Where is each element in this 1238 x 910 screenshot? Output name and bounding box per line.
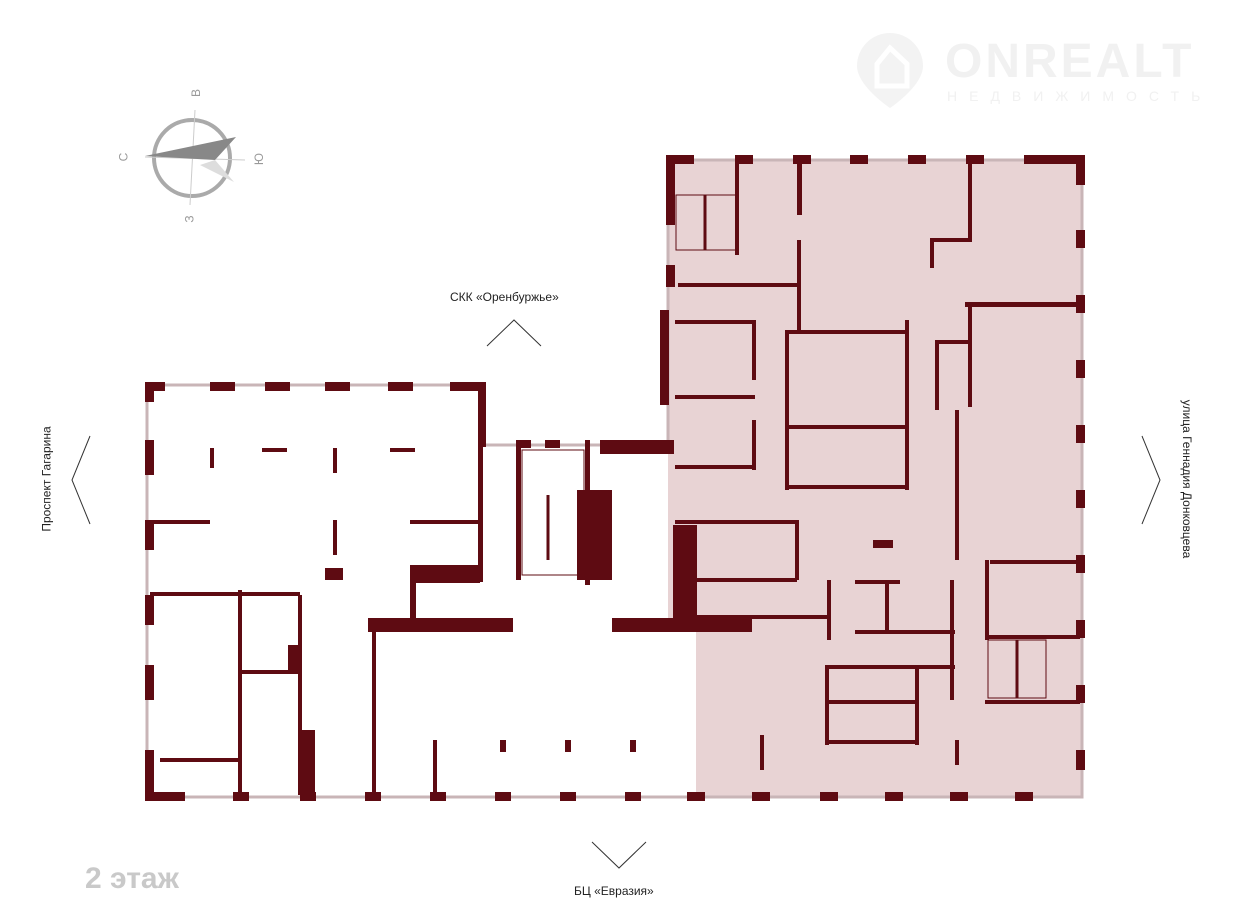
logo-house-icon: [857, 33, 923, 108]
east-arrow: [1141, 435, 1161, 525]
compass-west: З: [182, 215, 197, 223]
west-label: Проспект Гагарина: [39, 426, 54, 532]
floor-label: 2 этаж: [85, 862, 179, 895]
north-arrow: [486, 319, 542, 347]
north-label: СКК «Оренбуржье»: [450, 290, 559, 304]
east-label: улица Геннадия Донковцева: [1180, 399, 1195, 559]
compass-south: Ю: [252, 152, 267, 166]
logo-name: ONREALT: [945, 35, 1195, 88]
compass-north: С: [116, 152, 131, 162]
stairs: [521, 194, 1047, 699]
walls: [145, 155, 1085, 801]
south-label: БЦ «Евразия»: [574, 884, 654, 898]
compass-icon: [144, 109, 246, 206]
south-arrow: [591, 841, 647, 869]
highlighted-unit[interactable]: [668, 160, 1082, 797]
logo: ONREALT НЕДВИЖИМОСТЬ: [855, 28, 1205, 108]
compass-east: В: [189, 88, 204, 98]
logo-tagline: НЕДВИЖИМОСТЬ: [947, 88, 1213, 104]
west-arrow: [71, 435, 91, 525]
